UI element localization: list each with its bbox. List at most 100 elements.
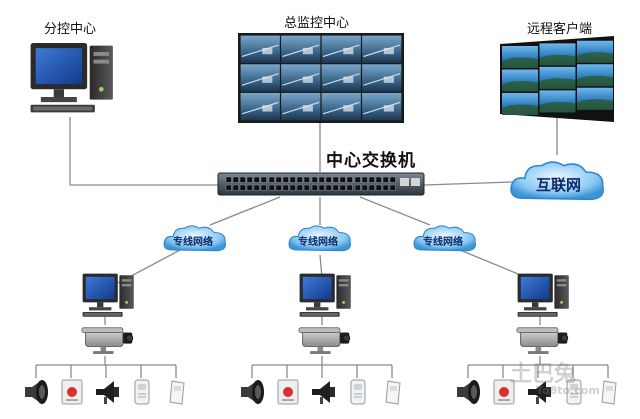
video-wall-tile (240, 92, 280, 121)
card-reader-icon (601, 380, 617, 405)
switch-port (282, 176, 289, 183)
speaker-icon (25, 380, 48, 404)
switch-port (389, 176, 396, 183)
switch-port (325, 184, 332, 191)
switch-port (382, 184, 389, 191)
switch-port (354, 176, 361, 183)
switch-port (375, 184, 382, 191)
switch-port (346, 176, 353, 183)
watermark-logo: 土巴兔 (510, 362, 577, 387)
private-network-label-3: 专线网络 (423, 237, 463, 248)
network-switch-icon (217, 172, 425, 196)
card-reader-icon (169, 380, 185, 405)
switch-port (311, 176, 318, 183)
speaker-icon (457, 380, 480, 404)
switch-port (296, 176, 303, 183)
switch-port (253, 184, 260, 191)
switch-port (253, 176, 260, 183)
video-wall-tile (281, 92, 321, 121)
video-wall-tile (321, 64, 361, 92)
switch-port (239, 176, 246, 183)
switch-port (303, 184, 310, 191)
branch-center-pc-icon (30, 43, 113, 113)
remote-wall-tile (539, 66, 576, 89)
switch-port (368, 176, 375, 183)
switch-port (339, 176, 346, 183)
siren-icon (96, 381, 119, 404)
internet-label: 互联网 (536, 176, 582, 194)
speaker-icon (241, 380, 264, 404)
switch-port (361, 176, 368, 183)
switch-port (332, 176, 339, 183)
core-switch-label: 中心交换机 (326, 151, 416, 171)
alarm-button-icon (61, 379, 83, 405)
switch-port (389, 184, 396, 191)
video-wall-tile (281, 64, 321, 92)
switch-port (225, 176, 232, 183)
branch-center-label: 分控中心 (44, 22, 97, 37)
remote-wall-tile (502, 69, 538, 92)
switch-port (260, 176, 267, 183)
switch-port (268, 184, 275, 191)
cctv-camera-icon (516, 327, 569, 355)
switch-port (375, 176, 382, 183)
switch-port (260, 184, 267, 191)
switch-port (225, 184, 232, 191)
switch-port (303, 176, 310, 183)
video-wall-tile (362, 92, 402, 121)
switch-port (232, 184, 239, 191)
switch-port (289, 184, 296, 191)
sensor-icon (350, 379, 366, 405)
remote-wall-tile (502, 46, 538, 68)
video-wall-tile (362, 64, 402, 92)
switch-port (289, 176, 296, 183)
remote-display-icon (500, 36, 614, 122)
cctv-camera-icon (81, 327, 134, 355)
switch-port (368, 184, 375, 191)
card-reader-icon (385, 380, 401, 405)
main-center-label: 总监控中心 (284, 16, 350, 31)
video-wall-tile (321, 35, 361, 64)
switch-port (361, 184, 368, 191)
video-wall-tile (362, 35, 402, 64)
switch-port (339, 184, 346, 191)
remote-wall-tile (577, 40, 613, 63)
site-pc-icon (517, 273, 569, 317)
switch-port (332, 184, 339, 191)
switch-port (246, 176, 253, 183)
switch-port (354, 184, 361, 191)
switch-port (346, 184, 353, 191)
video-wall-tile (321, 92, 361, 121)
video-wall-tile (240, 64, 280, 92)
switch-port (268, 176, 275, 183)
sensor-icon (134, 379, 150, 405)
alarm-button-icon (277, 379, 299, 405)
siren-icon (312, 381, 335, 404)
remote-wall-tile (502, 93, 538, 115)
switch-port (232, 176, 239, 183)
site-pc-icon (82, 273, 134, 317)
video-wall-tile (240, 35, 280, 64)
cctv-camera-icon (298, 327, 351, 355)
remote-client-label: 远程客户端 (527, 22, 593, 37)
remote-wall-tile (577, 64, 613, 87)
switch-port (325, 176, 332, 183)
private-network-label-2: 专线网络 (298, 237, 338, 248)
remote-wall-tile (577, 87, 613, 110)
site-pc-icon (299, 273, 351, 317)
switch-port (246, 184, 253, 191)
video-wall-icon (238, 33, 404, 123)
remote-wall-tile (539, 43, 576, 66)
remote-wall-tile (539, 90, 576, 113)
switch-port (275, 176, 282, 183)
switch-port (282, 184, 289, 191)
switch-port (311, 184, 318, 191)
switch-port (318, 176, 325, 183)
switch-port (382, 176, 389, 183)
switch-port (318, 184, 325, 191)
video-wall-tile (281, 35, 321, 64)
private-network-label-1: 专线网络 (173, 237, 213, 248)
switch-port (239, 184, 246, 191)
watermark-url: To8to.com (536, 384, 600, 397)
